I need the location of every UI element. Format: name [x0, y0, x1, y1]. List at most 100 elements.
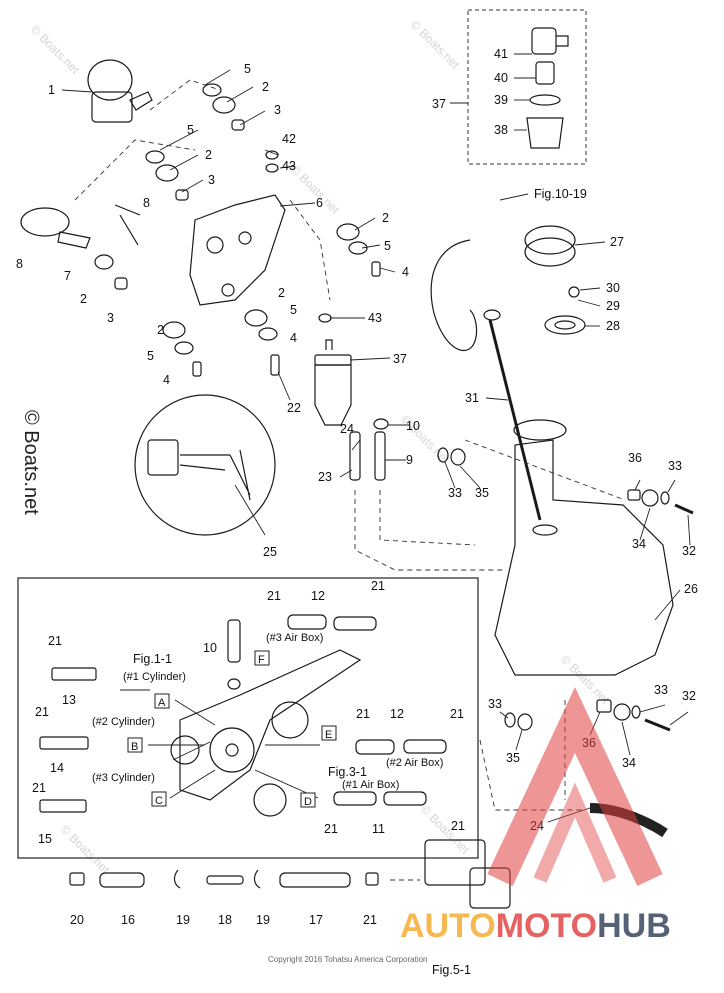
callout-12: 12 [390, 707, 404, 721]
watermark-text: © Boats.net [408, 17, 463, 72]
letter-E: E [325, 729, 332, 741]
cylinder-3-label: (#3 Cylinder) [92, 772, 155, 784]
callout-26: 26 [684, 582, 698, 596]
callout-2: 2 [262, 80, 269, 94]
callout-21: 21 [48, 634, 62, 648]
callout-39: 39 [494, 93, 508, 107]
callout-21: 21 [32, 781, 46, 795]
letter-D: D [304, 796, 312, 808]
fig-10-19-label: Fig.10-19 [534, 187, 587, 201]
callout-9: 9 [406, 453, 413, 467]
callout-27: 27 [610, 235, 624, 249]
callout-3: 3 [208, 173, 215, 187]
callout-24: 24 [340, 422, 354, 436]
bracket-icon [189, 194, 286, 306]
watermark-text: © Boats.net [58, 822, 113, 877]
callout-8: 8 [16, 257, 23, 271]
leader-lines [61, 53, 691, 823]
callout-2: 2 [278, 286, 285, 300]
valve-nozzle-icon [129, 91, 153, 111]
fig-1-1-label: Fig.1-1 [133, 652, 172, 666]
callout-34: 34 [622, 756, 636, 770]
watermark-text: © Boats.net [558, 652, 613, 707]
letter-C: C [155, 795, 163, 807]
callout-6: 6 [316, 196, 323, 210]
callout-2: 2 [205, 148, 212, 162]
callout-10: 10 [203, 641, 217, 655]
air-box-3-label: (#3 Air Box) [266, 632, 323, 644]
logo-inner-triangle-icon [533, 782, 617, 883]
callout-5: 5 [244, 62, 251, 76]
callout-37: 37 [393, 352, 407, 366]
fuel-tank-icon [494, 439, 674, 676]
callout-43: 43 [368, 311, 382, 325]
callout-15: 15 [38, 832, 52, 846]
fig-5-1-label: Fig.5-1 [432, 963, 471, 977]
callout-21: 21 [371, 579, 385, 593]
callout-18: 18 [218, 913, 232, 927]
callout-31: 31 [465, 391, 479, 405]
callout-17: 17 [309, 913, 323, 927]
copyright-text: Copyright 2016 Tohatsu America Corporati… [268, 955, 428, 964]
callout-19: 19 [256, 913, 270, 927]
callout-12: 12 [311, 589, 325, 603]
callout-38: 38 [494, 123, 508, 137]
callout-21: 21 [450, 707, 464, 721]
fuel-filter-element-icon [526, 117, 564, 149]
callout-21: 21 [356, 707, 370, 721]
detail-box [17, 577, 479, 859]
brand-logo: AUTOMOTOHUB [400, 687, 671, 945]
callout-33: 33 [488, 697, 502, 711]
callout-28: 28 [606, 319, 620, 333]
callout-41: 41 [494, 47, 508, 61]
watermark-text: © Boats.net [28, 22, 83, 77]
callout-42: 42 [282, 132, 296, 146]
manifold-icon [179, 649, 362, 801]
callout-21: 21 [267, 589, 281, 603]
callout-13: 13 [62, 693, 76, 707]
callout-4: 4 [402, 265, 409, 279]
fig-3-1-label: Fig.3-1 [328, 765, 367, 779]
callout-40: 40 [494, 71, 508, 85]
callout-37: 37 [432, 97, 446, 111]
callout-33: 33 [448, 486, 462, 500]
callout-8: 8 [143, 196, 150, 210]
callout-11: 11 [372, 822, 385, 836]
callout-25: 25 [263, 545, 277, 559]
callout-35: 35 [475, 486, 489, 500]
callout-33: 33 [668, 459, 682, 473]
brand-text: AUTOMOTOHUB [400, 907, 671, 945]
callout-20: 20 [70, 913, 84, 927]
cylinder-1-label: (#1 Cylinder) [123, 671, 186, 683]
cylinder-2-label: (#2 Cylinder) [92, 716, 155, 728]
callout-21: 21 [451, 819, 465, 833]
callout-4: 4 [290, 331, 297, 345]
callout-14: 14 [50, 761, 64, 775]
callout-1: 1 [48, 83, 55, 97]
callout-10: 10 [406, 419, 420, 433]
side-watermark: © Boats.net [20, 410, 42, 515]
fuel-filter-icon [314, 364, 352, 426]
callout-32: 32 [682, 689, 696, 703]
letter-A: A [158, 697, 166, 709]
callout-5: 5 [187, 123, 194, 137]
callout-29: 29 [606, 299, 620, 313]
valve-body-icon [87, 59, 133, 101]
callout-2: 2 [157, 323, 164, 337]
callout-34: 34 [632, 537, 646, 551]
callout-2: 2 [80, 292, 87, 306]
callout-33: 33 [654, 683, 668, 697]
letter-boxes: F A B C E D [127, 650, 337, 808]
callout-21: 21 [324, 822, 338, 836]
callout-23: 23 [318, 470, 332, 484]
logo-triangle-icon [487, 687, 663, 886]
assembly-box-37 [467, 9, 587, 165]
callout-3: 3 [107, 311, 114, 325]
callout-30: 30 [606, 281, 620, 295]
part-labels: 1 5 2 3 5 2 3 42 43 6 8 8 7 2 3 2 5 4 2 … [16, 47, 698, 977]
callout-32: 32 [682, 544, 696, 558]
callout-35: 35 [506, 751, 520, 765]
air-box-2-label: (#2 Air Box) [386, 757, 443, 769]
